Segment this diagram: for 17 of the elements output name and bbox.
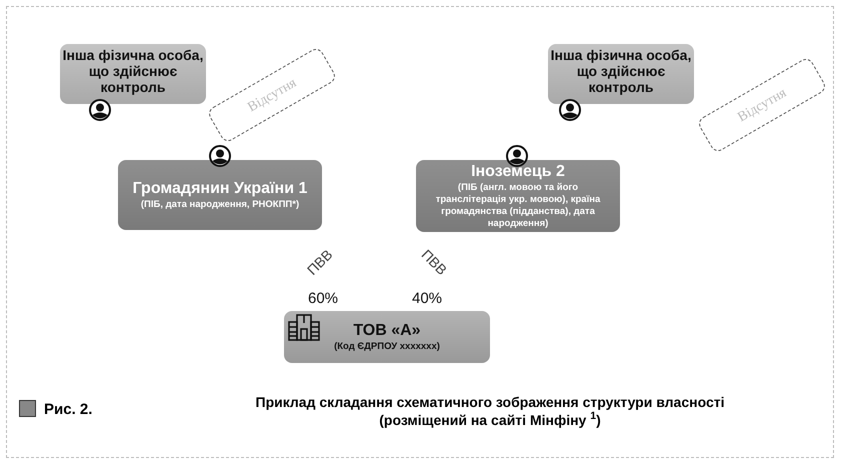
figure-number: Рис. 2. xyxy=(44,400,92,420)
entity-name: ТОВ «А» xyxy=(353,321,421,342)
entity-box xyxy=(284,311,490,363)
entity-details: (Код ЄДРПОУ xxxxxxx) xyxy=(333,341,441,353)
entity-name: Інша фізична особа, що здійснює контроль xyxy=(550,46,692,98)
entity-details: (ПІБ (англ. мовою та його транслітерація укр. мовою), країна громадянства (підданства), дата народження) xyxy=(434,182,602,230)
entity-details: (ПІБ, дата народження, РНОКПП*) xyxy=(140,199,300,211)
entity-name: Громадянин України 1 xyxy=(132,179,308,200)
entity-box xyxy=(416,160,620,232)
entity-box xyxy=(548,44,694,104)
figure-caption: Приклад складання схематичного зображення структури власності (розміщений на сайті Мінфіну $^{1}$) xyxy=(254,394,726,429)
entity-box xyxy=(60,44,206,104)
share-percent: 60% xyxy=(308,289,338,309)
entity-box xyxy=(118,160,322,230)
share-percent: 40% xyxy=(412,289,442,309)
entity-name: Іноземець 2 xyxy=(471,162,565,182)
entity-name: Інша фізична особа, що здійснює контроль xyxy=(62,46,204,98)
